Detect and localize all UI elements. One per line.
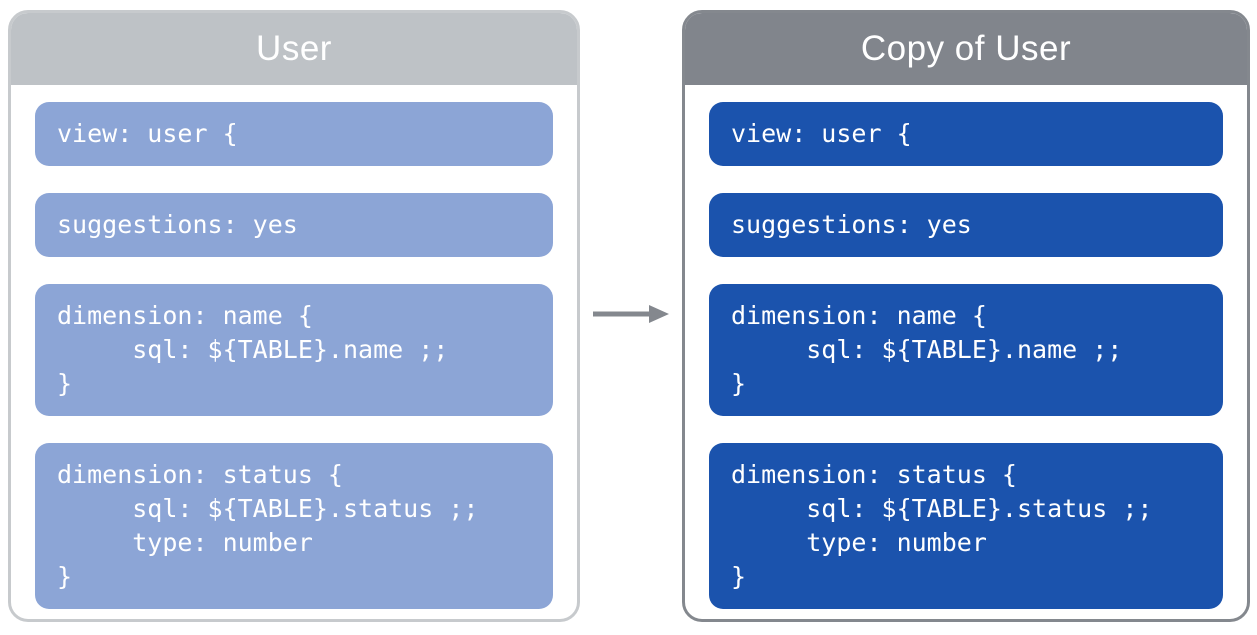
code-block-view: view: user { — [709, 102, 1223, 166]
code-line: } — [731, 562, 747, 591]
code-line: sql: ${TABLE}.status ;; — [57, 494, 479, 523]
code-line: type: number — [57, 528, 313, 557]
code-line: dimension: status { — [731, 460, 1017, 489]
code-block-suggestions: suggestions: yes — [709, 193, 1223, 257]
code-line: sql: ${TABLE}.status ;; — [731, 494, 1153, 523]
copy-of-user-panel: Copy of User view: user { suggestions: y… — [682, 10, 1250, 622]
code-line: suggestions: yes — [57, 210, 298, 239]
copy-of-user-panel-body: view: user { suggestions: yes dimension:… — [685, 85, 1247, 609]
code-block-dimension-name: dimension: name { sql: ${TABLE}.name ;; … — [709, 284, 1223, 416]
code-line: suggestions: yes — [731, 210, 972, 239]
code-block-dimension-status: dimension: status { sql: ${TABLE}.status… — [709, 443, 1223, 609]
copy-direction-arrow-icon — [591, 302, 671, 326]
code-line: dimension: status { — [57, 460, 343, 489]
code-line: sql: ${TABLE}.name ;; — [731, 335, 1123, 364]
code-line: view: user { — [57, 119, 238, 148]
code-block-suggestions: suggestions: yes — [35, 193, 553, 257]
user-panel: User view: user { suggestions: yes dimen… — [8, 10, 580, 622]
user-panel-title: User — [256, 29, 332, 68]
user-panel-body: view: user { suggestions: yes dimension:… — [11, 85, 577, 609]
code-line: dimension: name { — [57, 301, 313, 330]
copy-of-user-panel-header: Copy of User — [685, 13, 1247, 85]
copy-of-user-panel-title: Copy of User — [860, 29, 1072, 68]
code-line: } — [57, 369, 73, 398]
code-line: view: user { — [731, 119, 912, 148]
code-line: sql: ${TABLE}.name ;; — [57, 335, 449, 364]
code-block-dimension-name: dimension: name { sql: ${TABLE}.name ;; … — [35, 284, 553, 416]
code-line: } — [57, 562, 73, 591]
code-line: } — [731, 369, 747, 398]
code-line: dimension: name { — [731, 301, 987, 330]
code-block-dimension-status: dimension: status { sql: ${TABLE}.status… — [35, 443, 553, 609]
user-panel-header: User — [11, 13, 577, 85]
code-line: type: number — [731, 528, 987, 557]
code-block-view: view: user { — [35, 102, 553, 166]
